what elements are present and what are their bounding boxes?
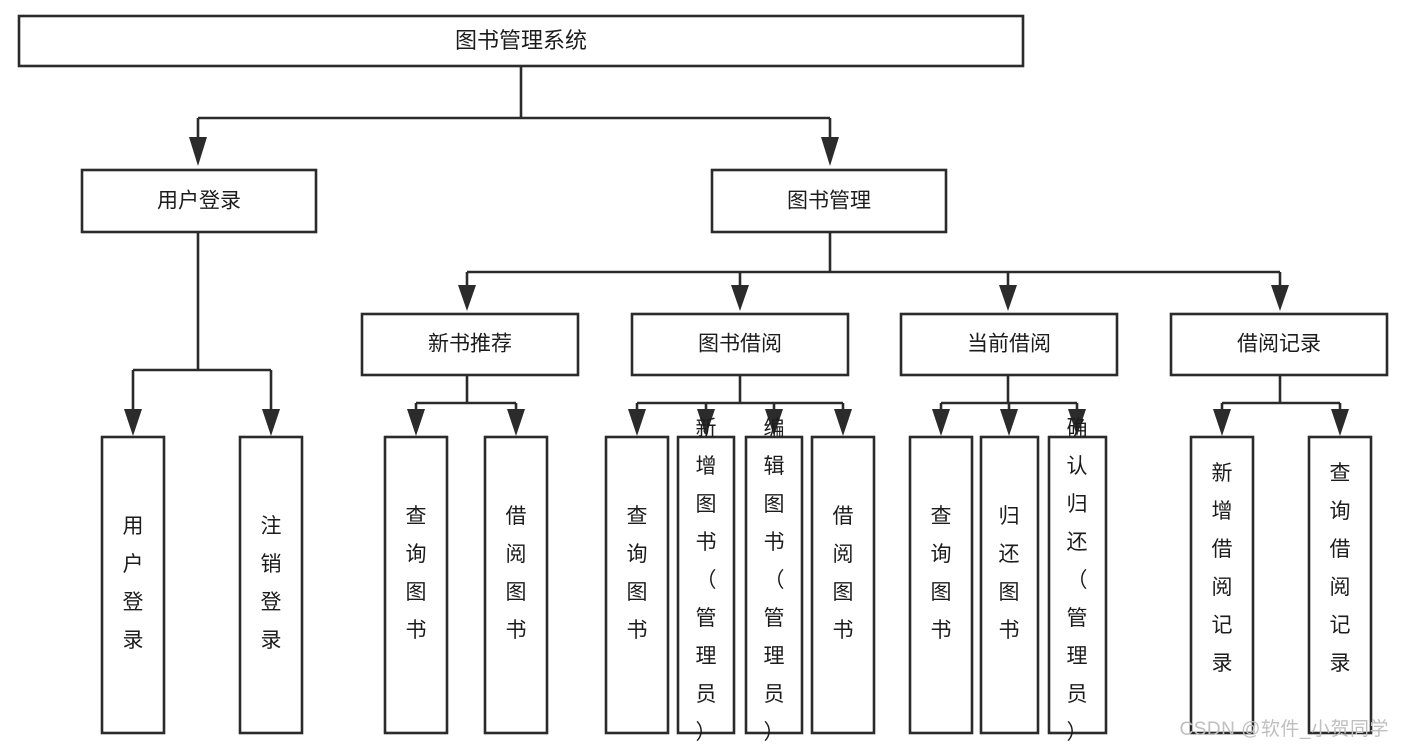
node-leaf-query-book-3-box	[908, 435, 974, 735]
arrowhead-leaf-query-record	[1331, 409, 1349, 436]
node-new-book-recommend[interactable]: 新书推荐	[360, 312, 580, 377]
node-leaf-user-login-box	[100, 435, 166, 735]
connector-group-current-borrow	[932, 376, 1086, 436]
node-leaf-query-book-1-label: 查询图书	[406, 505, 427, 642]
arrowhead-leaf-return-book	[1000, 409, 1018, 436]
node-book-manage-box	[710, 168, 948, 234]
connector-group-root	[189, 66, 839, 166]
node-leaf-edit-book-box	[744, 435, 804, 735]
node-leaf-user-logout[interactable]: 注销登录	[238, 435, 304, 735]
arrowhead-leaf-user-login	[124, 409, 142, 436]
node-leaf-borrow-book-1-box	[483, 435, 549, 735]
node-leaf-user-logout-box	[238, 435, 304, 735]
node-book-manage[interactable]: 图书管理	[710, 168, 948, 234]
node-borrow-record-label: 借阅记录	[1237, 333, 1321, 356]
node-user-login[interactable]: 用户登录	[80, 168, 318, 234]
node-current-borrow-label: 当前借阅	[967, 333, 1051, 356]
arrowhead-leaf-borrow-book-2	[834, 409, 852, 436]
connector-group-book-borrow	[628, 376, 852, 436]
node-root-box	[17, 14, 1025, 68]
arrowhead-leaf-query-book-2	[628, 409, 646, 436]
node-leaf-query-book-2[interactable]: 查询图书	[604, 435, 670, 735]
node-leaf-return-book-box	[979, 435, 1040, 735]
node-root[interactable]: 图书管理系统	[17, 14, 1025, 68]
node-book-manage-label: 图书管理	[787, 190, 871, 213]
node-book-borrow-box	[630, 312, 850, 377]
node-leaf-confirm-return[interactable]: 确认归还（管理员）	[1047, 417, 1108, 744]
arrowhead-leaf-add-record	[1213, 409, 1231, 436]
node-leaf-user-logout-label: 注销登录	[261, 515, 282, 652]
node-user-login-label: 用户登录	[157, 190, 241, 213]
node-root-label: 图书管理系统	[455, 28, 587, 53]
node-leaf-query-book-2-label: 查询图书	[627, 505, 648, 642]
node-leaf-user-login-label: 用户登录	[123, 515, 144, 652]
arrowhead-new-book-recommend	[458, 285, 476, 311]
node-leaf-query-book-1-box	[383, 435, 449, 735]
node-current-borrow-box	[899, 312, 1119, 377]
arrowhead-book-manage	[821, 137, 839, 166]
node-borrow-record-box	[1169, 312, 1389, 377]
node-leaf-query-book-1[interactable]: 查询图书	[383, 435, 449, 735]
arrowhead-leaf-add-book	[697, 409, 715, 436]
node-leaf-query-record[interactable]: 查询借阅记录	[1307, 435, 1373, 735]
connector-group-book-manage	[458, 233, 1289, 311]
node-leaf-add-record[interactable]: 新增借阅记录	[1189, 435, 1255, 735]
node-leaf-user-login[interactable]: 用户登录	[100, 435, 166, 735]
node-leaf-return-book-label: 归还图书	[999, 505, 1020, 642]
node-leaf-add-record-label: 新增借阅记录	[1212, 462, 1233, 675]
node-leaf-borrow-book-2-box	[810, 435, 876, 735]
node-current-borrow[interactable]: 当前借阅	[899, 312, 1119, 377]
arrowhead-borrow-record	[1271, 285, 1289, 311]
node-leaf-confirm-return-label: 确认归还（管理员）	[1067, 417, 1088, 744]
arrowhead-leaf-edit-book	[765, 409, 783, 436]
arrowhead-leaf-user-logout	[262, 409, 280, 436]
arrowhead-leaf-borrow-book-1	[507, 409, 525, 436]
node-leaf-borrow-book-2-label: 借阅图书	[833, 505, 854, 642]
arrowhead-book-borrow	[731, 285, 749, 311]
node-leaf-add-book-label: 新增图书（管理员）	[696, 417, 717, 744]
node-leaf-query-book-3[interactable]: 查询图书	[908, 435, 974, 735]
arrowhead-leaf-confirm-return	[1068, 409, 1086, 436]
node-leaf-return-book[interactable]: 归还图书	[979, 435, 1040, 735]
node-book-borrow-label: 图书借阅	[698, 333, 782, 356]
connector-group-new-book-recommend	[407, 376, 525, 436]
connector-group-borrow-record	[1213, 376, 1349, 436]
node-new-book-recommend-box	[360, 312, 580, 377]
arrowhead-current-borrow	[999, 285, 1017, 311]
node-leaf-add-book-box	[676, 435, 736, 735]
node-leaf-confirm-return-box	[1047, 435, 1108, 735]
node-leaf-add-book[interactable]: 新增图书（管理员）	[676, 417, 736, 744]
node-leaf-query-record-label: 查询借阅记录	[1330, 462, 1351, 675]
node-leaf-borrow-book-1-label: 借阅图书	[506, 505, 527, 642]
arrowhead-leaf-query-book-1	[407, 409, 425, 436]
node-leaf-edit-book[interactable]: 编辑图书（管理员）	[744, 417, 804, 744]
node-leaf-borrow-book-2[interactable]: 借阅图书	[810, 435, 876, 735]
connector-group-user-login	[124, 233, 280, 436]
node-book-borrow[interactable]: 图书借阅	[630, 312, 850, 377]
node-leaf-query-book-3-label: 查询图书	[931, 505, 952, 642]
arrowhead-leaf-query-book-3	[932, 409, 950, 436]
node-leaf-add-record-box	[1189, 435, 1255, 735]
arrowhead-user-login	[189, 137, 207, 166]
node-leaf-query-record-box	[1307, 435, 1373, 735]
node-user-login-box	[80, 168, 318, 234]
node-leaf-edit-book-label: 编辑图书（管理员）	[764, 417, 785, 744]
node-new-book-recommend-label: 新书推荐	[428, 333, 512, 356]
node-leaf-borrow-book-1[interactable]: 借阅图书	[483, 435, 549, 735]
node-leaf-query-book-2-box	[604, 435, 670, 735]
node-borrow-record[interactable]: 借阅记录	[1169, 312, 1389, 377]
